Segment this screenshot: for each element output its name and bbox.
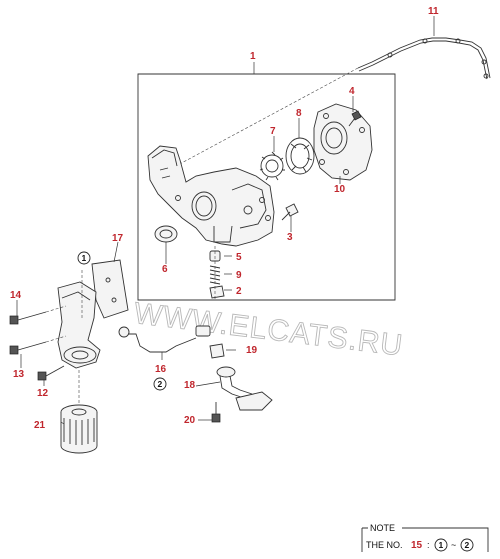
part-7-inner-rotor (259, 151, 285, 181)
note-range-end-circle (460, 538, 474, 552)
callout-12: 12 (37, 388, 49, 399)
marker-circle-1: 1 (77, 251, 91, 265)
leader-lines (16, 16, 435, 425)
callout-16: 16 (155, 364, 167, 375)
callout-13: 13 (13, 369, 25, 380)
note-range-end: 2 (465, 540, 470, 550)
note-range-start: 1 (439, 540, 444, 550)
callout-11: 11 (428, 6, 439, 17)
callout-9: 9 (236, 270, 242, 281)
callout-5: 5 (236, 252, 242, 263)
note-separator: : (427, 540, 430, 550)
part-1-pump-housing (147, 145, 275, 247)
callout-4: 4 (349, 86, 355, 97)
part-20-bolt (211, 402, 221, 423)
callout-2: 2 (236, 286, 242, 297)
part-19-fitting (209, 343, 225, 359)
callout-19: 19 (246, 345, 258, 356)
note-prefix: THE NO. (366, 540, 403, 550)
part-13-bolt (9, 335, 67, 355)
part-6-oil-seal (154, 225, 178, 243)
part-8-outer-rotor (285, 137, 315, 175)
part-2-relief-plunger (209, 246, 225, 300)
callout-20: 20 (184, 415, 196, 426)
part-18-strainer-pipe (216, 366, 273, 411)
part-17-plate (91, 259, 129, 319)
part-15-filter-housing (57, 270, 101, 369)
part-10-pump-cover (313, 103, 373, 181)
note-range-start-circle (434, 538, 448, 552)
callout-7: 7 (270, 126, 276, 137)
callout-18: 18 (184, 380, 196, 391)
callout-10: 10 (334, 184, 346, 195)
marker-2-text: 2 (158, 379, 163, 389)
callout-6: 6 (162, 264, 168, 275)
part-11-gasket (149, 37, 491, 181)
note-box: NOTE THE NO. 15 : 1 ~ 2 (361, 523, 489, 552)
assembly-frame (137, 73, 396, 301)
note-tilde: ~ (451, 540, 456, 550)
part-21-oil-filter (60, 370, 98, 454)
note-title: NOTE (370, 523, 395, 533)
part-14-bolt (9, 305, 67, 325)
part-12-bolt (37, 365, 65, 381)
callout-17: 17 (112, 233, 124, 244)
part-4-screw (348, 110, 362, 127)
callout-1: 1 (250, 51, 256, 62)
marker-circle-2: 2 (153, 377, 167, 391)
callout-3: 3 (287, 232, 293, 243)
callout-21: 21 (34, 420, 46, 431)
part-16-oil-pressure-sensor (118, 325, 211, 353)
note-number: 15 (411, 540, 423, 551)
part-3-plug (281, 203, 299, 221)
watermark-text: WWW.ELCATS.RU (132, 297, 405, 363)
marker-1-text: 1 (82, 253, 87, 263)
callout-14: 14 (10, 290, 22, 301)
callout-8: 8 (296, 108, 302, 119)
